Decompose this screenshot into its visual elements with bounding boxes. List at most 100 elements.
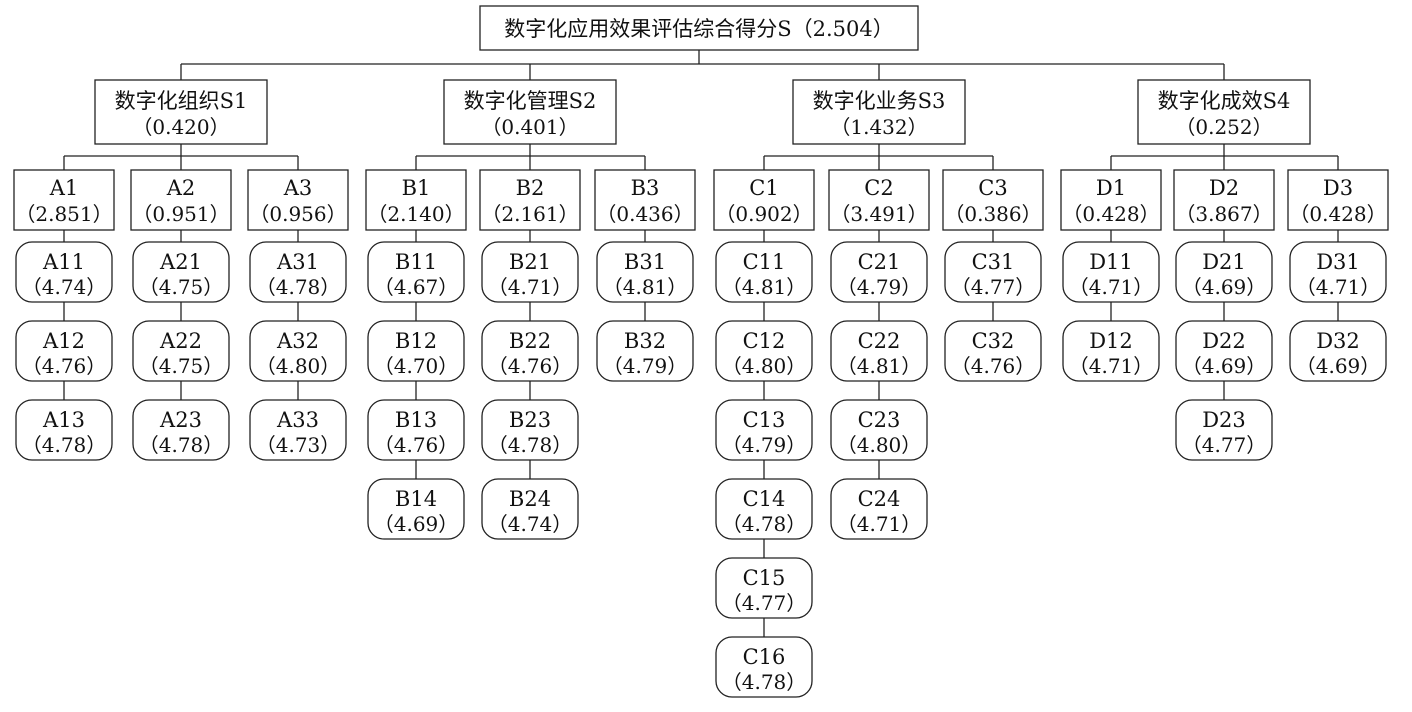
node-d2: D2（3.867） — [1173, 169, 1275, 231]
leaf-b24: B24（4.74） — [481, 478, 579, 540]
leaf-a23: A23（4.78） — [132, 399, 230, 461]
leaf-label: C11 — [743, 250, 786, 274]
leaf-label: A12 — [42, 329, 85, 353]
leaf-a11: A11（4.74） — [15, 241, 113, 303]
leaf-value: （4.69） — [1296, 354, 1381, 378]
leaf-value: （4.80） — [722, 354, 807, 378]
leaf-value: （4.77） — [951, 275, 1036, 299]
leaf-label: B22 — [509, 329, 551, 353]
node-label: C3 — [978, 176, 1007, 200]
leaf-box — [249, 399, 347, 461]
root-node-label: 数字化应用效果评估综合得分S（2.504） — [504, 17, 894, 41]
leaf-value: （4.71） — [1069, 354, 1154, 378]
leaf-label: A32 — [276, 329, 319, 353]
leaf-c16: C16（4.78） — [715, 636, 813, 698]
leaf-c11: C11（4.81） — [715, 241, 813, 303]
node-d3: D3（0.428） — [1287, 169, 1389, 231]
leaf-d31: D31（4.71） — [1289, 241, 1387, 303]
leaf-value: （4.81） — [603, 275, 688, 299]
leaf-c14: C14（4.78） — [715, 478, 813, 540]
leaf-value: （4.76） — [22, 354, 107, 378]
leaf-box — [1062, 320, 1160, 382]
leaf-d12: D12（4.71） — [1062, 320, 1160, 382]
leaf-b14: B14（4.69） — [367, 478, 465, 540]
node-score: （2.851） — [15, 202, 112, 226]
node-box — [130, 169, 232, 231]
leaf-b13: B13（4.76） — [367, 399, 465, 461]
leaf-value: （4.80） — [256, 354, 341, 378]
leaf-box — [481, 478, 579, 540]
leaf-label: B21 — [509, 250, 551, 274]
leaf-box — [1175, 399, 1273, 461]
leaf-label: A33 — [276, 408, 319, 432]
leaf-value: （4.78） — [256, 275, 341, 299]
leaf-label: C32 — [972, 329, 1015, 353]
node-b3: B3（0.436） — [594, 169, 696, 231]
leaf-label: B14 — [395, 487, 437, 511]
leaf-value: （4.69） — [1182, 275, 1267, 299]
node-label: C1 — [749, 176, 778, 200]
leaf-label: B23 — [509, 408, 551, 432]
leaf-a22: A22（4.75） — [132, 320, 230, 382]
leaf-c31: C31（4.77） — [944, 241, 1042, 303]
node-label: B1 — [402, 176, 431, 200]
leaf-value: （4.75） — [139, 354, 224, 378]
node-score: （0.436） — [596, 202, 693, 226]
leaf-box — [367, 478, 465, 540]
group-score: （0.401） — [481, 115, 578, 139]
leaf-box — [596, 320, 694, 382]
node-score: （0.902） — [715, 202, 812, 226]
group-score: （0.252） — [1175, 115, 1272, 139]
leaf-value: （4.71） — [1296, 275, 1381, 299]
leaf-label: C16 — [743, 645, 786, 669]
leaf-value: （4.76） — [374, 433, 459, 457]
node-label: D3 — [1323, 176, 1353, 200]
leaf-value: （4.81） — [722, 275, 807, 299]
leaf-value: （4.69） — [374, 512, 459, 536]
leaf-c24: C24（4.71） — [830, 478, 928, 540]
leaf-box — [830, 478, 928, 540]
leaf-box — [132, 399, 230, 461]
leaf-value: （4.71） — [837, 512, 922, 536]
root-node-box — [479, 5, 919, 51]
node-score: （3.867） — [1175, 202, 1272, 226]
group-score: （1.432） — [830, 115, 927, 139]
leaf-value: （4.67） — [374, 275, 459, 299]
leaf-d23: D23（4.77） — [1175, 399, 1273, 461]
leaf-c32: C32（4.76） — [944, 320, 1042, 382]
leaf-c22: C22（4.81） — [830, 320, 928, 382]
leaf-label: B31 — [624, 250, 666, 274]
leaf-b23: B23（4.78） — [481, 399, 579, 461]
node-box — [1173, 169, 1275, 231]
group-box — [443, 79, 617, 145]
leaf-b31: B31（4.81） — [596, 241, 694, 303]
group-s1: 数字化组织S1（0.420） — [94, 79, 268, 145]
leaf-b11: B11（4.67） — [367, 241, 465, 303]
node-d1: D1（0.428） — [1060, 169, 1162, 231]
leaf-box — [1289, 320, 1387, 382]
node-label: D1 — [1096, 176, 1126, 200]
node-label: D2 — [1209, 176, 1239, 200]
node-score: （0.428） — [1289, 202, 1386, 226]
leaf-c12: C12（4.80） — [715, 320, 813, 382]
leaf-label: A21 — [159, 250, 202, 274]
leaf-label: D11 — [1089, 250, 1133, 274]
node-label: A1 — [49, 176, 79, 200]
leaf-label: C13 — [743, 408, 786, 432]
leaf-b21: B21（4.71） — [481, 241, 579, 303]
leaf-value: （4.69） — [1182, 354, 1267, 378]
leaf-box — [715, 636, 813, 698]
group-box — [792, 79, 966, 145]
leaf-value: （4.81） — [837, 354, 922, 378]
leaf-a13: A13（4.78） — [15, 399, 113, 461]
leaf-b22: B22（4.76） — [481, 320, 579, 382]
leaf-value: （4.78） — [722, 670, 807, 694]
leaf-label: C31 — [972, 250, 1015, 274]
group-s2: 数字化管理S2（0.401） — [443, 79, 617, 145]
node-score: （2.140） — [367, 202, 464, 226]
node-score: （0.428） — [1062, 202, 1159, 226]
node-score: （0.951） — [132, 202, 229, 226]
leaf-value: （4.75） — [139, 275, 224, 299]
node-score: （3.491） — [830, 202, 927, 226]
